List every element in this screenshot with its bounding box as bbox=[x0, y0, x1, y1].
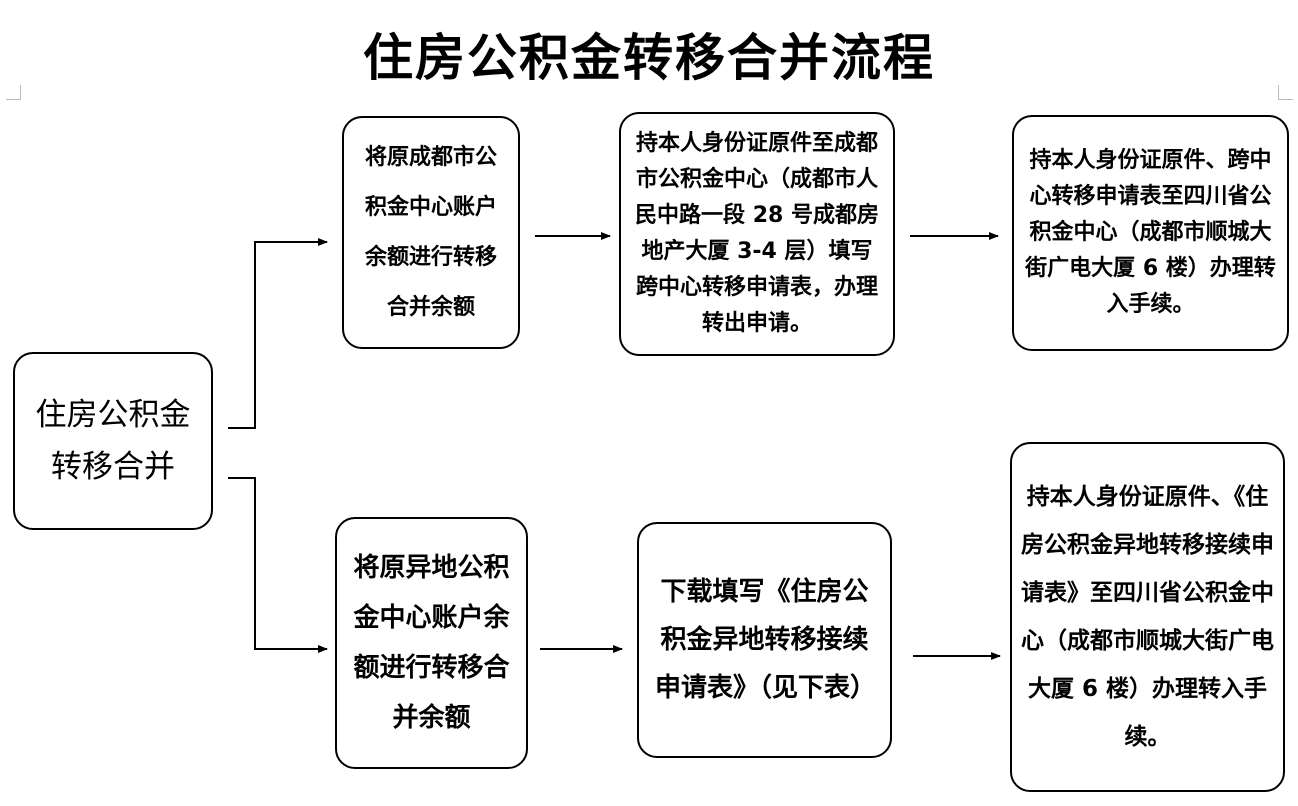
crop-mark-top-left bbox=[6, 85, 21, 100]
upper-step-3-text: 持本人身份证原件、跨中心转移申请表至四川省公积金中心（成都市顺城大街广电大厦 6… bbox=[1025, 148, 1276, 317]
lower-step-3-text: 持本人身份证原件、《住房公积金异地转移接续申请表》至四川省公积金中心（成都市顺城… bbox=[1021, 484, 1274, 750]
lower-step-3-box: 持本人身份证原件、《住房公积金异地转移接续申请表》至四川省公积金中心（成都市顺城… bbox=[1010, 442, 1285, 792]
upper-step-1-text: 将原成都市公积金中心账户余额进行转移合并余额 bbox=[364, 144, 497, 320]
root-node: 住房公积金转移合并 bbox=[13, 352, 213, 530]
lower-step-2-text: 下载填写《住房公积金异地转移接续申请表》（见下表） bbox=[655, 577, 877, 703]
lower-step-1-box: 将原异地公积金中心账户余额进行转移合并余额 bbox=[335, 517, 528, 769]
root-node-label: 住房公积金转移合并 bbox=[35, 397, 191, 485]
upper-step-3-box: 持本人身份证原件、跨中心转移申请表至四川省公积金中心（成都市顺城大街广电大厦 6… bbox=[1012, 115, 1289, 351]
connector-root-to-lower bbox=[228, 477, 328, 653]
crop-mark-top-right bbox=[1278, 85, 1293, 100]
lower-step-2-box: 下载填写《住房公积金异地转移接续申请表》（见下表） bbox=[637, 522, 892, 758]
upper-step-2-box: 持本人身份证原件至成都市公积金中心（成都市人民中路一段 28 号成都房地产大厦 … bbox=[619, 112, 895, 356]
upper-step-2-text: 持本人身份证原件至成都市公积金中心（成都市人民中路一段 28 号成都房地产大厦 … bbox=[635, 131, 879, 336]
lower-step-1-text: 将原异地公积金中心账户余额进行转移合并余额 bbox=[353, 553, 510, 733]
upper-step-1-box: 将原成都市公积金中心账户余额进行转移合并余额 bbox=[342, 116, 520, 349]
page-title: 住房公积金转移合并流程 bbox=[363, 29, 935, 87]
connector-root-to-upper bbox=[228, 238, 328, 429]
